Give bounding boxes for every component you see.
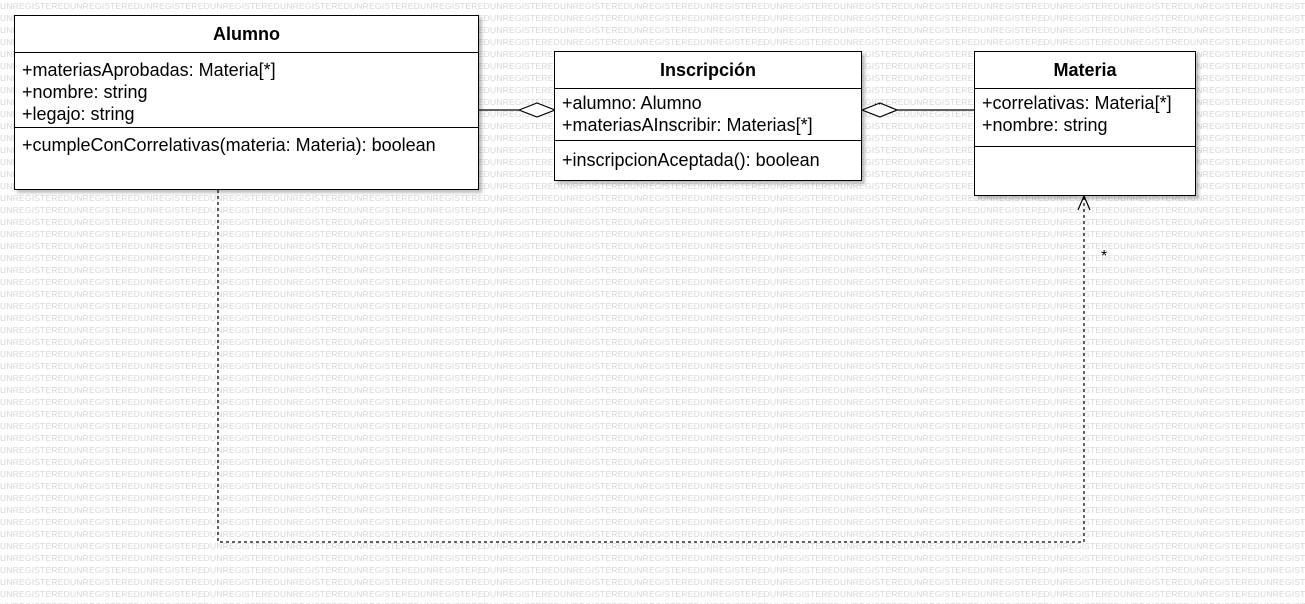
class-inscripcion-name: Inscripción: [555, 52, 861, 89]
class-alumno-attributes: +materiasAprobadas: Materia[*] +nombre: …: [15, 53, 478, 128]
dependency-line-alumno-materia[interactable]: [217, 190, 1085, 543]
class-alumno[interactable]: Alumno +materiasAprobadas: Materia[*] +n…: [14, 15, 479, 190]
attribute: +materiasAprobadas: Materia[*]: [22, 60, 276, 80]
aggregation-diamond-inscripcion-left: [517, 102, 557, 118]
class-inscripcion-attributes: +alumno: Alumno +materiasAInscribir: Mat…: [555, 89, 861, 141]
attribute: +nombre: string: [22, 82, 148, 102]
class-materia-operations: [975, 147, 1195, 153]
class-materia-name: Materia: [975, 52, 1195, 89]
attribute: +materiasAInscribir: Materias[*]: [562, 115, 813, 135]
class-alumno-name: Alumno: [15, 16, 478, 53]
dependency-arrowhead: [1077, 194, 1091, 211]
attribute: +correlativas: Materia[*]: [982, 93, 1172, 113]
operation: +cumpleConCorrelativas(materia: Materia)…: [22, 135, 436, 155]
multiplicity-label: *: [1101, 248, 1108, 265]
class-materia[interactable]: Materia +correlativas: Materia[*] +nombr…: [974, 51, 1196, 196]
attribute: +nombre: string: [982, 115, 1108, 135]
aggregation-diamond-inscripcion-right: [860, 102, 899, 118]
class-inscripcion-operations: +inscripcionAceptada(): boolean: [555, 141, 861, 179]
operation: +inscripcionAceptada(): boolean: [562, 150, 820, 170]
attribute: +legajo: string: [22, 104, 135, 124]
class-materia-attributes: +correlativas: Materia[*] +nombre: strin…: [975, 89, 1195, 147]
class-alumno-operations: +cumpleConCorrelativas(materia: Materia)…: [15, 128, 478, 156]
class-inscripcion[interactable]: Inscripción +alumno: Alumno +materiasAIn…: [554, 51, 862, 181]
attribute: +alumno: Alumno: [562, 93, 702, 113]
